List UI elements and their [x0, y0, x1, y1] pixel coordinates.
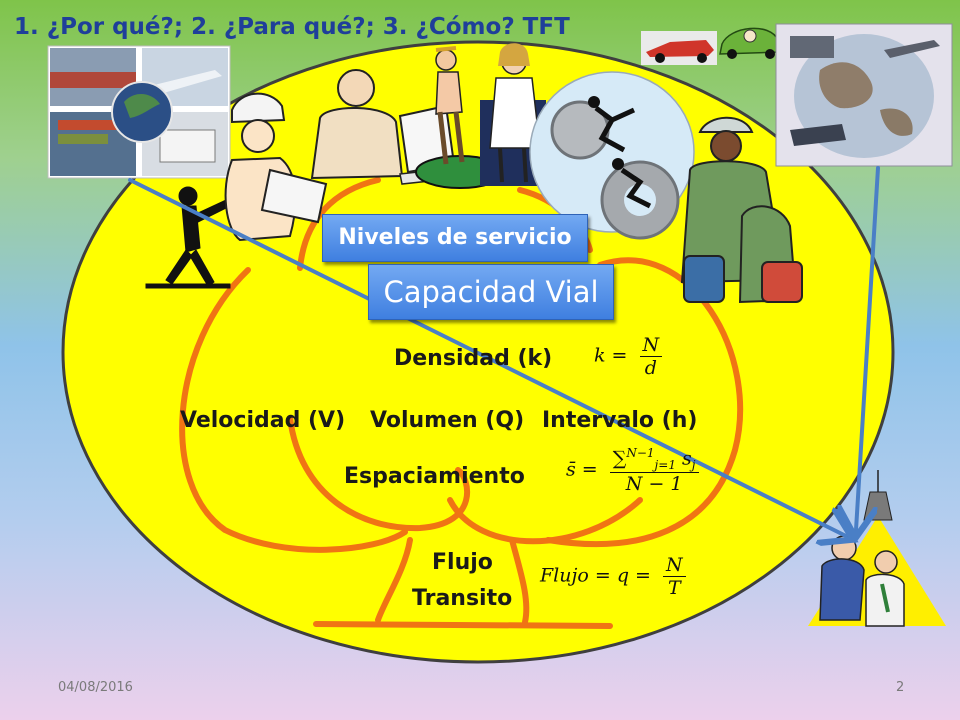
globe-transport-icon [775, 23, 953, 167]
espaciamiento-numerator: ∑N−1j=1 sj [609, 446, 699, 474]
arc-left-outer [179, 267, 408, 553]
volumen-label: Volumen (Q) [370, 408, 525, 433]
arc-stem-right [509, 537, 530, 625]
espaciamiento-formula-lhs: s̄ = [566, 458, 598, 481]
flujo-formula: Flujo = q = N T [540, 554, 686, 599]
blue-arrows [128, 166, 880, 536]
traveler-icon [680, 116, 803, 304]
arc-right-outer [545, 257, 744, 548]
densidad-numerator: N [639, 334, 663, 357]
footer-date: 04/08/2016 [58, 680, 133, 695]
sum-term: s [682, 447, 692, 470]
arc-lower-left [287, 415, 471, 532]
velocidad-label: Velocidad (V) [180, 408, 346, 433]
footer-page-number: 2 [896, 680, 905, 695]
worker-with-plans-icon [224, 92, 328, 242]
slide-title: 1. ¿Por qué?; 2. ¿Para qué?; 3. ¿Cómo? T… [14, 14, 570, 40]
cartoon-car-icon [719, 27, 781, 59]
flujo-label: Flujo [432, 550, 493, 575]
arc-base [313, 621, 613, 629]
espaciamiento-denominator: N − 1 [625, 473, 683, 496]
sum-symbol: ∑ [612, 447, 627, 470]
logistics-photo-collage-icon [47, 45, 231, 179]
arrow-vertical [856, 166, 880, 530]
sum-upper-limit: N−1 [626, 446, 655, 460]
niveles-de-servicio-box: Niveles de servicio [322, 214, 588, 262]
intervalo-label: Intervalo (h) [542, 408, 698, 433]
flujo-fraction: N T [663, 554, 686, 599]
arc-lower-right [447, 497, 643, 545]
espaciamiento-fraction: ∑N−1j=1 sj N − 1 [609, 446, 699, 496]
orange-arcs [179, 177, 744, 629]
densidad-formula-lhs: k = [594, 344, 628, 367]
densidad-formula: k = N d [594, 334, 663, 379]
race-car-icon [641, 31, 717, 65]
doctor-icon [480, 43, 546, 186]
espaciamiento-label: Espaciamiento [344, 464, 525, 489]
flujo-formula-lhs: Flujo = q = [540, 564, 651, 587]
capacidad-vial-box: Capacidad Vial [368, 264, 614, 320]
densidad-label: Densidad (k) [394, 346, 553, 371]
arc-top-left [297, 177, 381, 271]
espaciamiento-formula: s̄ = ∑N−1j=1 sj N − 1 [566, 446, 699, 495]
transito-label: Transito [412, 586, 513, 611]
gears-runners-icon [529, 71, 695, 240]
sum-lower-limit: j=1 [654, 458, 676, 473]
sum-term-subscript: j [691, 458, 696, 473]
flujo-numerator: N [663, 554, 686, 577]
arrow-diagonal [128, 178, 846, 536]
densidad-denominator: d [644, 357, 657, 379]
flujo-denominator: T [667, 577, 681, 599]
densidad-fraction: N d [639, 334, 663, 379]
arc-stem-left [375, 537, 413, 623]
